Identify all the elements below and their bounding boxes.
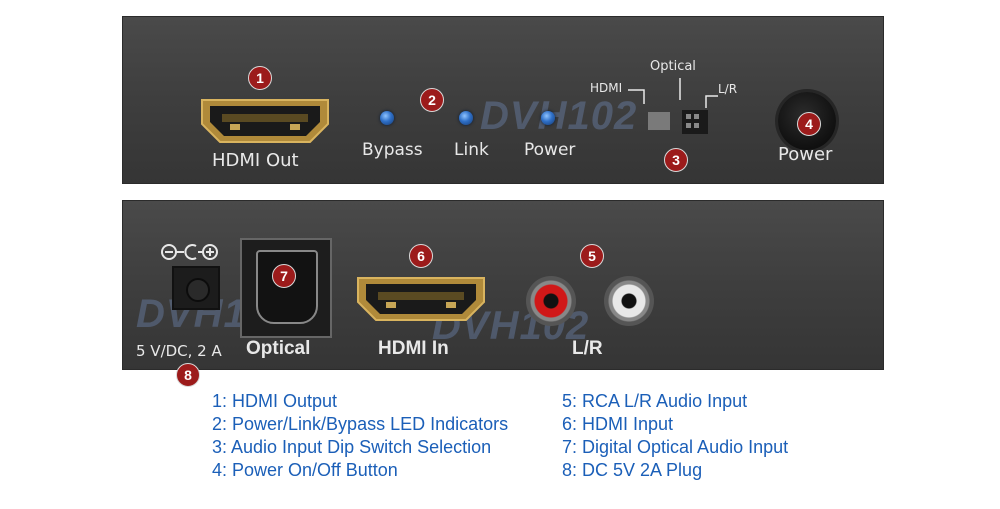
badge-5: 5 — [580, 244, 604, 268]
legend-item: 1: HDMI Output — [212, 391, 338, 411]
legend-item: 4: Power On/Off Button — [212, 460, 398, 480]
power-button-label: Power — [778, 144, 833, 165]
switch-optical-label: Optical — [650, 59, 696, 74]
bypass-label: Bypass — [362, 140, 423, 160]
legend-left: 1: HDMI Output 2: Power/Link/Bypass LED … — [212, 390, 508, 482]
lr-label: L/R — [572, 338, 603, 359]
badge-4: 4 — [797, 112, 821, 136]
power-led — [541, 111, 555, 125]
badge-2: 2 — [420, 88, 444, 112]
hdmi-in-port[interactable] — [356, 274, 486, 322]
badge-8: 8 — [176, 363, 200, 387]
badge-7: 7 — [272, 264, 296, 288]
link-label: Link — [454, 140, 489, 160]
rca-right-jack[interactable] — [604, 276, 654, 326]
badge-3: 3 — [664, 148, 688, 172]
dc-jack[interactable] — [172, 266, 220, 310]
dip-switch[interactable] — [626, 76, 722, 136]
badge-1: 1 — [248, 66, 272, 90]
hdmi-out-port — [201, 99, 329, 143]
legend-right: 5: RCA L/R Audio Input 6: HDMI Input 7: … — [562, 390, 788, 482]
rca-left-jack[interactable] — [526, 276, 576, 326]
front-watermark: DVH102 — [480, 94, 638, 138]
optical-port[interactable] — [240, 238, 332, 338]
link-led — [459, 111, 473, 125]
legend-item: 6: HDMI Input — [562, 414, 674, 434]
hdmi-in-label: HDMI In — [378, 338, 449, 359]
power-led-label: Power — [524, 140, 576, 160]
legend-item: 3: Audio Input Dip Switch Selection — [212, 437, 492, 457]
legend-item: 5: RCA L/R Audio Input — [562, 391, 748, 411]
switch-lr-label: L/R — [718, 82, 738, 96]
switch-hdmi-label: HDMI — [590, 81, 623, 95]
dc-polarity-icon — [161, 244, 218, 260]
legend-item: 8: DC 5V 2A Plug — [562, 460, 703, 480]
legend-item: 2: Power/Link/Bypass LED Indicators — [212, 414, 509, 434]
hdmi-out-label: HDMI Out — [212, 150, 299, 171]
legend-item: 7: Digital Optical Audio Input — [562, 437, 789, 457]
optical-label: Optical — [246, 338, 311, 359]
bypass-led — [380, 111, 394, 125]
badge-6: 6 — [409, 244, 433, 268]
dc-label: 5 V/DC, 2 A — [136, 342, 222, 360]
back-panel: DVH102 DVH102 5 V/DC, 2 A Optical HDMI I… — [122, 200, 884, 370]
front-panel: DVH102 HDMI Out Bypass Link Power Optica… — [122, 16, 884, 184]
